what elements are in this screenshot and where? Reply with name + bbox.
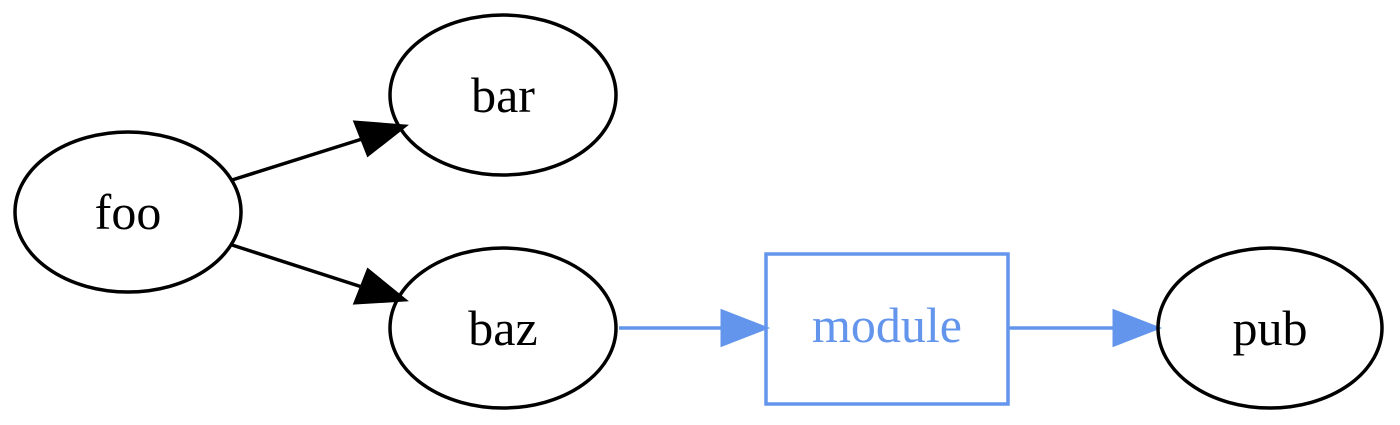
node-pub-label: pub xyxy=(1233,300,1308,356)
node-module-shape xyxy=(764,252,1010,406)
edge-foo-bar-line xyxy=(231,137,363,182)
edge-baz-module[interactable] xyxy=(619,308,771,348)
node-pub[interactable]: pub xyxy=(1156,246,1384,410)
edge-baz-module-arrowhead xyxy=(720,308,771,348)
node-bar[interactable]: bar xyxy=(388,13,618,177)
node-foo[interactable]: foo xyxy=(13,130,243,294)
edge-foo-baz-line xyxy=(231,243,363,289)
node-bar-label: bar xyxy=(471,67,535,123)
node-baz-shape xyxy=(388,246,618,410)
edge-foo-baz-arrowhead xyxy=(352,267,409,305)
node-module[interactable]: module xyxy=(764,252,1010,406)
edge-foo-bar-arrowhead xyxy=(352,120,409,158)
edge-module-pub[interactable] xyxy=(1008,308,1163,348)
node-module-label: module xyxy=(812,297,962,353)
edge-foo-baz xyxy=(231,243,409,305)
edge-foo-bar xyxy=(231,120,409,182)
node-baz[interactable]: baz xyxy=(388,246,618,410)
node-foo-shape xyxy=(13,130,243,294)
node-baz-label: baz xyxy=(468,300,537,356)
node-foo-label: foo xyxy=(95,184,162,240)
node-bar-shape xyxy=(388,13,618,177)
edge-module-pub-arrowhead xyxy=(1112,308,1163,348)
node-pub-shape xyxy=(1156,246,1384,410)
